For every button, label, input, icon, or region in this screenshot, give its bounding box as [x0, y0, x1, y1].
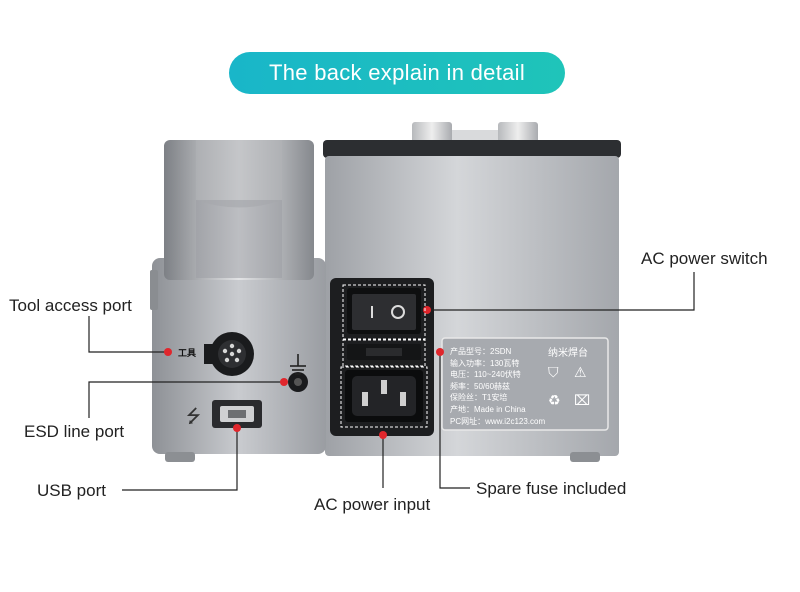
spec-lines: 产品型号：2SDN 输入功率：130瓦特 电压：110~240伏特 频率：50/…	[450, 346, 545, 427]
spec-brand: 纳米焊台	[548, 348, 588, 359]
spec-line: PC网址：www.i2c123.com	[450, 416, 546, 426]
label-esd-line-port: ESD line port	[24, 422, 125, 441]
label-usb-port: USB port	[37, 481, 106, 500]
shield-icon: ⛉	[548, 364, 559, 380]
spec-line: 产地：Made in China	[450, 404, 526, 414]
label-ac-power-switch: AC power switch	[641, 249, 768, 268]
spec-line: 频率：50/60赫兹	[450, 381, 511, 391]
label-spare-fuse: Spare fuse included	[476, 479, 627, 498]
recycle-icon: ♻	[548, 392, 561, 408]
spec-line: 保险丝：T1安培	[450, 393, 508, 403]
housing-top-strip	[323, 140, 621, 158]
leader-lines	[88, 272, 695, 491]
warning-icon: ⚠	[574, 364, 587, 380]
title-banner: The back explain in detail	[229, 52, 565, 94]
spec-plate	[441, 337, 609, 431]
spec-line: 产品型号：2SDN	[450, 347, 512, 356]
label-tool-access-port: Tool access port	[9, 296, 132, 315]
usb-icon: ⭍	[186, 406, 201, 426]
label-ac-power-input: AC power input	[314, 495, 431, 514]
tool-port-tag: 工具	[178, 348, 197, 358]
bin-icon: ⌧	[574, 392, 591, 408]
spec-line: 电压：110~240伏特	[450, 370, 521, 380]
spec-line: 输入功率：130瓦特	[450, 358, 520, 368]
